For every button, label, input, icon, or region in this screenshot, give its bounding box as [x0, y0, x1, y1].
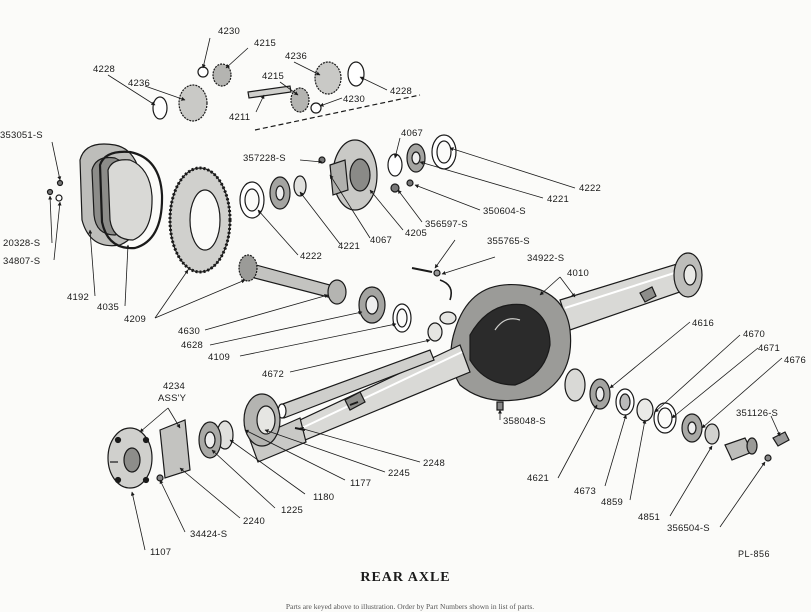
axle-housing-4010 [250, 253, 702, 462]
ring-gear-4209 [170, 168, 230, 272]
label-4010: 4010 [567, 268, 589, 279]
label-357228-s: 357228-S [243, 153, 286, 164]
label-4228-right: 4228 [390, 86, 412, 97]
differential-gears [153, 62, 420, 130]
label-34922-s: 34922-S [527, 253, 565, 264]
label-4236-right: 4236 [285, 51, 307, 62]
housing-cover-4192 [46, 144, 163, 248]
label-4228-left: 4228 [93, 64, 115, 75]
label-4621: 4621 [527, 473, 549, 484]
label-4630: 4630 [178, 326, 200, 337]
label-4211: 4211 [229, 112, 251, 123]
label-4628: 4628 [181, 340, 203, 351]
label-4673: 4673 [574, 486, 596, 497]
leader-lines [48, 37, 783, 551]
label-4192: 4192 [67, 292, 89, 303]
label-34807-s: 34807-S [3, 256, 41, 267]
label-4676: 4676 [784, 355, 806, 366]
label-20328-s: 20328-S [3, 238, 41, 249]
label-4067-upper: 4067 [401, 128, 423, 139]
label-358048-s: 358048-S [503, 416, 546, 427]
label-4067-lower: 4067 [370, 235, 392, 246]
label-4222-lower: 4222 [300, 251, 322, 262]
plate-number: PL-856 [738, 549, 771, 559]
differential-case-4205 [240, 135, 456, 218]
label-4236-left: 4236 [128, 78, 150, 89]
label-353051-s: 353051-S [0, 130, 43, 141]
label-34424-s: 34424-S [190, 529, 228, 540]
label-1225: 1225 [281, 505, 303, 516]
label-356504-s: 356504-S [667, 523, 710, 534]
label-4851: 4851 [638, 512, 660, 523]
label-4222-right: 4222 [579, 183, 601, 194]
label-4109: 4109 [208, 352, 230, 363]
label-356597-s: 356597-S [425, 219, 468, 230]
label-4670: 4670 [743, 329, 765, 340]
label-4672: 4672 [262, 369, 284, 380]
label-355765-s: 355765-S [487, 236, 530, 247]
label-2248: 2248 [423, 458, 445, 469]
label-4215-mid: 4215 [262, 71, 284, 82]
label-351126-s: 351126-S [736, 408, 779, 419]
label-4671: 4671 [758, 343, 780, 354]
label-1107: 1107 [150, 547, 172, 558]
label-4234-assy: ASS'Y [158, 393, 187, 404]
axle-shaft-4234 [108, 350, 434, 488]
label-1180: 1180 [313, 492, 335, 503]
label-4221-right: 4221 [547, 194, 569, 205]
footnote: Parts are keyed above to illustration. O… [285, 602, 535, 611]
label-4221-lower: 4221 [338, 241, 360, 252]
label-2245: 2245 [388, 468, 410, 479]
label-2240: 2240 [243, 516, 265, 527]
right-side-bearing-parts [565, 369, 789, 462]
label-4215-upper: 4215 [254, 38, 276, 49]
drive-pinion-4630 [239, 255, 442, 341]
label-4859: 4859 [601, 497, 623, 508]
label-1177: 1177 [350, 478, 372, 489]
label-4205: 4205 [405, 228, 427, 239]
label-4230-mid: 4230 [343, 94, 365, 105]
label-4035: 4035 [97, 302, 119, 313]
label-4209: 4209 [124, 314, 146, 325]
label-4234: 4234 [163, 381, 185, 392]
label-4230-upper: 4230 [218, 26, 240, 37]
diagram-title: REAR AXLE [360, 570, 451, 585]
label-4616: 4616 [692, 318, 714, 329]
label-350604-s: 350604-S [483, 206, 526, 217]
